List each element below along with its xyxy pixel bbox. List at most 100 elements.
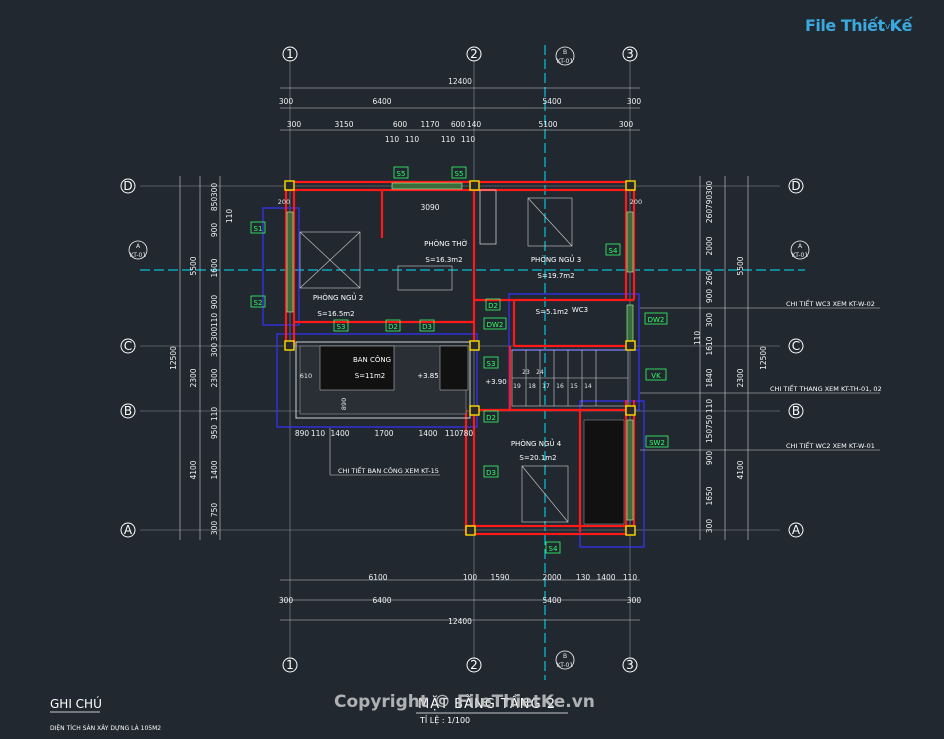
dim-right-d5: 900: [705, 289, 714, 304]
dim-left-d1: 850: [210, 197, 219, 212]
tag-dw2-b: DW2: [644, 312, 668, 325]
section-mark-right-code: KT-01: [792, 252, 809, 259]
brand-domain: .vn: [882, 22, 896, 32]
tag-s4-bottom: S4: [545, 541, 561, 554]
grid-label-a-right: A: [792, 523, 801, 537]
dim-top-r3-0: 300: [287, 120, 302, 129]
bal-dim-1: 110: [311, 429, 326, 438]
svg-text:D3: D3: [486, 469, 496, 477]
svg-text:S3: S3: [337, 323, 346, 331]
dim-right-total: 12500: [759, 346, 768, 370]
dim-bot-r1-3: 2000: [542, 573, 561, 582]
dim-890: 890: [340, 398, 348, 410]
dim-left-total: 12500: [169, 346, 178, 370]
right-dimensions: 12500 5500 2300 4100 300 790 260 2000 26…: [693, 181, 768, 534]
brand-logo: File Thiết Kế: [805, 16, 912, 35]
dim-top-r3-1: 3150: [334, 120, 353, 129]
grid-label-d-right: D: [791, 179, 800, 193]
dim-right-d0: 300: [705, 181, 714, 196]
tag-s3-top: S5: [393, 166, 409, 179]
dim-left-d11: 950: [210, 425, 219, 440]
top-dimensions: 12400 300 6400 5400 300 300 3150 600 117…: [279, 77, 642, 212]
grid-label-c-left: C: [124, 339, 132, 353]
dim-200-left: 200: [278, 198, 290, 206]
balcony-dimensions: 890 110 1400 1700 1400 110 780: [295, 429, 474, 438]
tag-s1: S1: [250, 221, 266, 234]
tag-s5-top: S5: [451, 166, 467, 179]
level-stair: +3.90: [485, 378, 506, 386]
room-phong-ngu-4-area: S=20.1m2: [519, 454, 556, 462]
room-phong-tho-name: PHÒNG THỜ: [424, 239, 468, 248]
room-wc3-area: S=5.1m2: [536, 308, 569, 316]
room-ban-cong-area: S=11m2: [355, 372, 386, 380]
section-axis-lines: [140, 45, 805, 680]
svg-text:S5: S5: [397, 170, 406, 178]
dim-right-d14: 1650: [705, 486, 714, 505]
wc2-floor: [583, 419, 625, 525]
svg-text:D2: D2: [488, 302, 498, 310]
section-mark-top-code: KT-01: [557, 58, 574, 65]
furniture: [299, 189, 573, 523]
room-phong-tho-area: S=16.3m2: [425, 256, 462, 264]
dim-top-r3-2: 600: [393, 120, 408, 129]
step-18: 18: [528, 383, 536, 390]
watermark: Copyright © FileThietKe.vn: [334, 692, 595, 712]
notes-body: DIỆN TÍCH SÀN XÂY DỰNG LÀ 105M2: [50, 725, 162, 732]
dim-left-d5: 900: [210, 295, 219, 310]
callout-wc2: CHI TIẾT WC2 XEM KT-W-01: [786, 440, 875, 450]
dim-bot-r1-0: 6100: [368, 573, 387, 582]
tag-d3: D3: [419, 319, 435, 332]
callout-leaders: [329, 307, 880, 476]
detail-box-wc3: [508, 293, 640, 351]
dim-left-d4: 1600: [210, 258, 219, 277]
bal-dim-3: 1700: [374, 429, 393, 438]
room-ban-cong-name: BAN CÔNG: [353, 355, 391, 364]
dim-right-d7: 110: [693, 331, 702, 346]
dim-inner-3090: 3090: [420, 203, 439, 212]
stair: [511, 349, 629, 407]
grid-label-d-left: D: [123, 179, 132, 193]
dim-left-d10: 110: [210, 407, 219, 422]
svg-text:SW2: SW2: [649, 439, 665, 447]
dim-right-d8: 1610: [705, 336, 714, 355]
grid-label-c-right: C: [792, 339, 800, 353]
dim-610: 610: [300, 372, 312, 380]
room-labels: PHÒNG THỜ S=16.3m2 PHÒNG NGỦ 3 S=19.7m2 …: [313, 239, 588, 462]
callout-balcony: CHI TIẾT BAN CÔNG XEM KT-15: [338, 465, 439, 475]
grid-labels: 1 2 3 1 2 3 D C B A D C B A: [123, 47, 801, 672]
dim-top-r3b-0: 110: [385, 135, 400, 144]
dim-bot-r1-2: 1590: [490, 573, 509, 582]
tag-s4-right: S4: [605, 243, 621, 256]
dim-bot-r1-1: 100: [463, 573, 478, 582]
dim-right-d15: 300: [705, 519, 714, 534]
dim-right-d9: 1840: [705, 368, 714, 387]
dim-bot-r2-2: 5400: [542, 596, 561, 605]
section-marker-labels: B KT-01 B KT-01 A KT-01 A KT-01: [130, 49, 809, 669]
brand-name: File Thiết Kế: [805, 16, 912, 35]
bottom-dimensions: 6100 100 1590 2000 130 1400 110 300 6400…: [279, 573, 642, 626]
section-mark-top-letter: B: [563, 49, 567, 56]
room-phong-ngu-2-area: S=16.5m2: [317, 310, 354, 318]
dim-right-d6: 300: [705, 313, 714, 328]
step-17: 17: [542, 383, 550, 390]
dim-left-seg-0: 5500: [189, 256, 198, 275]
dim-top-r3-5: 140: [467, 120, 482, 129]
svg-text:DW2: DW2: [648, 316, 665, 324]
dim-right-seg-2: 4100: [736, 460, 745, 479]
svg-text:D2: D2: [486, 414, 496, 422]
dim-left-d12: 1400: [210, 460, 219, 479]
section-mark-left-code: KT-01: [130, 252, 147, 259]
dim-right-d1: 790: [705, 195, 714, 210]
dim-bot-r1-6: 110: [623, 573, 638, 582]
room-phong-ngu-4-name: PHÒNG NGỦ 4: [511, 438, 562, 448]
grid-label-a-left: A: [124, 523, 133, 537]
dim-right-seg-1: 2300: [736, 368, 745, 387]
drawing-title: MẶT BẰNG TẦNG 2: [418, 697, 556, 712]
dim-right-d3: 2000: [705, 236, 714, 255]
drawing-scale: TỈ LỆ : 1/100: [420, 716, 471, 725]
svg-text:S4: S4: [549, 545, 558, 553]
dim-top-r3b-1: 110: [405, 135, 420, 144]
tag-s3: S3: [333, 319, 349, 332]
grid-label-b-left: B: [124, 404, 132, 418]
